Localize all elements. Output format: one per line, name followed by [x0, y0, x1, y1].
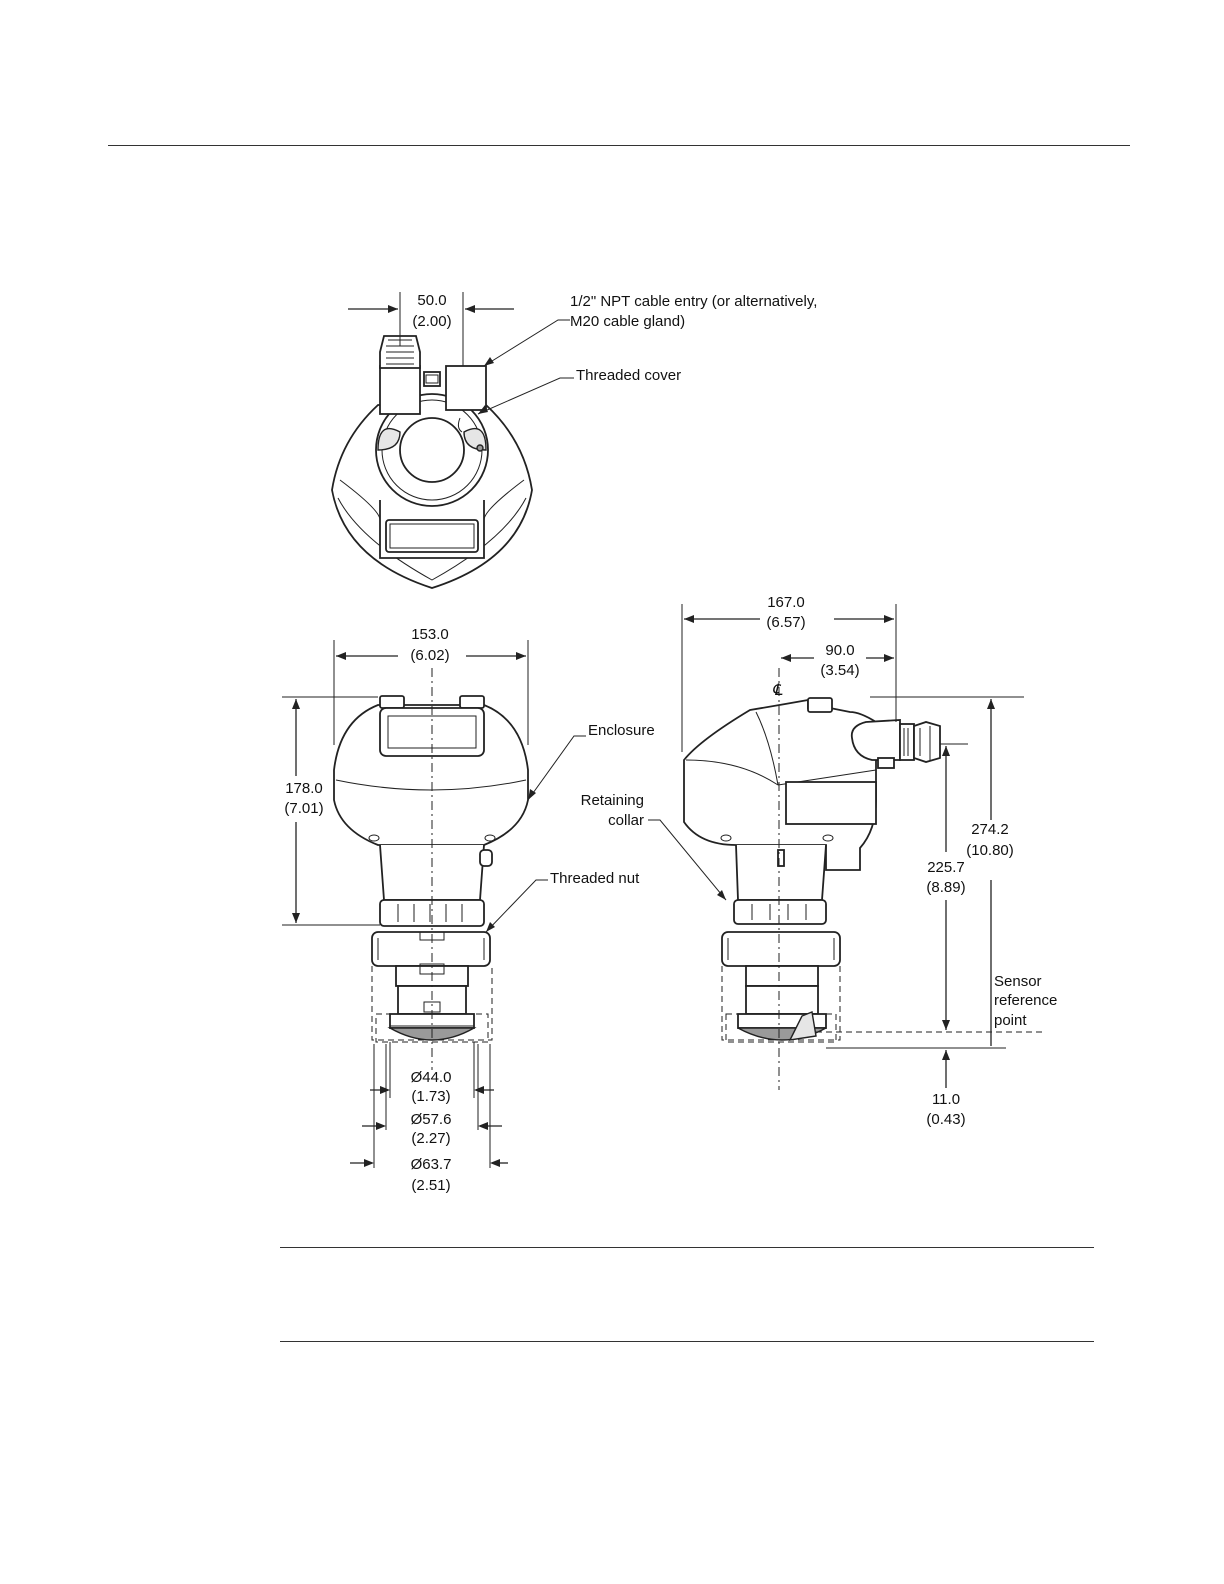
dim-ref-offset-mm: 11.0: [932, 1091, 960, 1108]
dim-ref-offset-in: (0.43): [926, 1111, 965, 1128]
side-view: ℄ 167.0 (6.57) 90.0 (3.54) 274.2 (10.80)…: [581, 594, 1058, 1128]
cable-entry-block: [446, 366, 486, 410]
dim-side-width-mm: 167.0: [767, 594, 805, 611]
dim-front-width-in: (6.02): [410, 647, 449, 664]
centerline-symbol: ℄: [772, 682, 783, 699]
label-retaining-2: collar: [608, 812, 644, 829]
side-collar: [722, 932, 840, 966]
label-retaining-1: Retaining: [581, 792, 644, 809]
dim-side-offset-mm: 90.0: [825, 642, 854, 659]
dim-dia-57-mm: Ø57.6: [411, 1111, 452, 1128]
dim-front-height-in: (7.01): [284, 800, 323, 817]
display-window: [386, 520, 478, 552]
top-view: 50.0 (2.00) 1/2" NPT cable entry (or alt…: [332, 292, 817, 588]
dim-top-width-mm: 50.0: [417, 292, 446, 309]
dim-front-height-mm: 178.0: [285, 780, 323, 797]
label-threaded-cover: Threaded cover: [576, 367, 681, 384]
label-sensor-ref-3: point: [994, 1012, 1027, 1029]
label-sensor-ref-1: Sensor: [994, 973, 1042, 990]
front-collar: [372, 932, 490, 966]
dim-gland-ref-mm: 225.7: [927, 859, 965, 876]
dim-dia-44-in: (1.73): [411, 1088, 450, 1105]
dim-front-width-mm: 153.0: [411, 626, 449, 643]
dim-dia-63-in: (2.51): [411, 1177, 450, 1194]
dim-dia-44-mm: Ø44.0: [411, 1069, 452, 1086]
side-cable-gland: [900, 724, 914, 760]
label-sensor-ref-2: reference: [994, 992, 1057, 1009]
dim-dia-63-mm: Ø63.7: [411, 1156, 452, 1173]
label-cable-entry-1: 1/2" NPT cable entry (or alternatively,: [570, 293, 817, 310]
dim-dia-57-in: (2.27): [411, 1130, 450, 1147]
front-view: 153.0 (6.02) 178.0 (7.01) Enclosure Thre…: [282, 626, 655, 1194]
dim-gland-ref-in: (8.89): [926, 879, 965, 896]
dim-overall-height-mm: 274.2: [971, 821, 1009, 838]
dim-top-width-in: (2.00): [412, 313, 451, 330]
side-label-plate: [786, 782, 876, 824]
label-cable-entry-2: M20 cable gland): [570, 313, 685, 330]
label-enclosure: Enclosure: [588, 722, 655, 739]
dim-side-offset-in: (3.54): [820, 662, 859, 679]
dim-overall-height-in: (10.80): [966, 842, 1014, 859]
dim-side-width-in: (6.57): [766, 614, 805, 631]
side-threaded-nut: [734, 900, 826, 924]
label-threaded-nut: Threaded nut: [550, 870, 640, 887]
